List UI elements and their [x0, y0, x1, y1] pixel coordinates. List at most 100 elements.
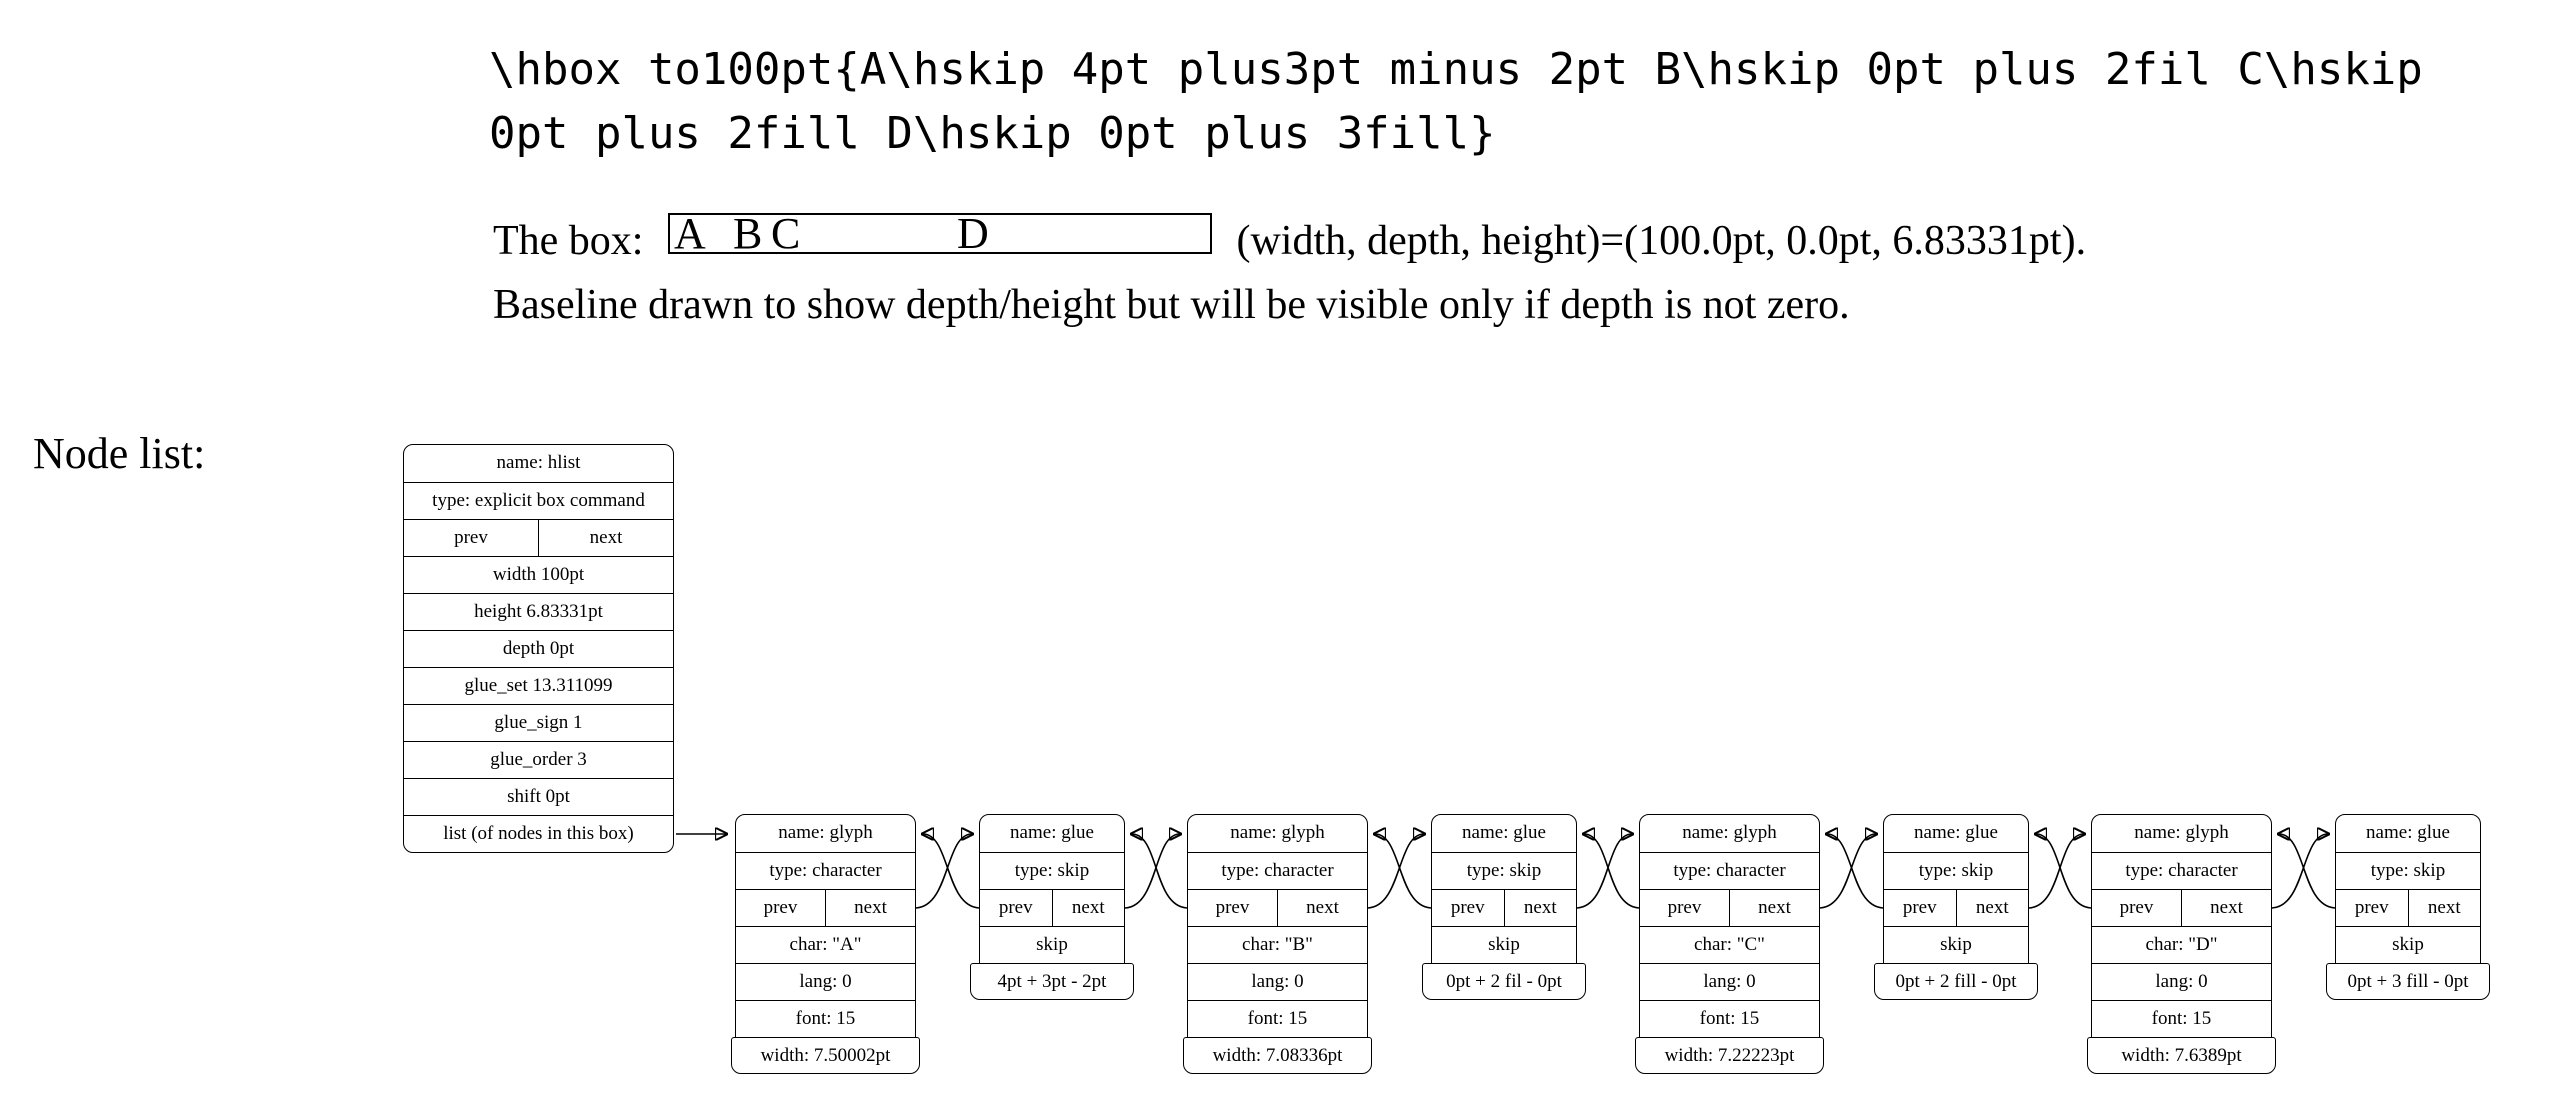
next-cell: next — [1523, 897, 1557, 918]
box-description-prefix: The box: — [493, 218, 644, 264]
node-type-row: type: skip — [980, 852, 1124, 889]
prev-next-row: prev next — [1640, 889, 1819, 926]
rendered-hbox: A B C D — [667, 209, 1212, 258]
next-arrow — [1367, 834, 1424, 909]
baseline-note: Baseline drawn to show depth/height but … — [493, 282, 1850, 328]
hlist-width-row: width 100pt — [404, 556, 673, 593]
hlist-name-row: name: hlist — [496, 452, 581, 473]
glue-value-row: 0pt + 2 fil - 0pt — [1422, 962, 1586, 1000]
node-glue-3: name: glue type: skip prev next skip 0pt… — [1874, 814, 2038, 1000]
next-cell: next — [1975, 897, 2009, 918]
next-arrow — [915, 834, 972, 909]
glue-value-row: 0pt + 2 fill - 0pt — [1874, 962, 2038, 1000]
char-row: char: "B" — [1188, 926, 1367, 963]
prev-next-row: prev next — [1188, 889, 1367, 926]
font-row: font: 15 — [1640, 1000, 1819, 1037]
hlist-depth-row: depth 0pt — [404, 630, 673, 667]
hlist-shift-row: shift 0pt — [404, 778, 673, 815]
prev-cell: prev — [2336, 890, 2409, 926]
next-cell: next — [1306, 897, 1339, 918]
hlist-glue-order-row: glue_order 3 — [404, 741, 673, 778]
box-letter-c: C — [770, 209, 801, 258]
width-row: width: 7.50002pt — [731, 1036, 920, 1074]
box-letter-d: D — [956, 209, 989, 258]
node-name-row: name: glue — [1914, 822, 1998, 843]
prev-next-row: prev next — [980, 889, 1124, 926]
skip-row: skip — [2336, 926, 2480, 963]
glue-value-row: 4pt + 3pt - 2pt — [970, 962, 1134, 1000]
hlist-prev-next-row: prev next — [404, 519, 673, 556]
node-name-row: name: glyph — [1230, 822, 1325, 843]
prev-cell: prev — [980, 890, 1053, 926]
prev-cell: prev — [404, 520, 539, 556]
node-glyph-c: name: glyph type: character prev next ch… — [1635, 814, 1824, 1074]
node-type-row: type: skip — [1884, 852, 2028, 889]
prev-next-row: prev next — [1884, 889, 2028, 926]
next-arrow — [2271, 834, 2328, 909]
prev-cell: prev — [1884, 890, 1957, 926]
prev-cell: prev — [1432, 890, 1505, 926]
node-name-row: name: glue — [1462, 822, 1546, 843]
node-name-row: name: glue — [2366, 822, 2450, 843]
next-cell: next — [2210, 897, 2243, 918]
node-glyph-b: name: glyph type: character prev next ch… — [1183, 814, 1372, 1074]
skip-row: skip — [980, 926, 1124, 963]
node-name-row: name: glyph — [778, 822, 873, 843]
prev-next-row: prev next — [736, 889, 915, 926]
box-metrics-text: (width, depth, height)=(100.0pt, 0.0pt, … — [1236, 218, 2087, 264]
node-glue-2: name: glue type: skip prev next skip 0pt… — [1422, 814, 1586, 1000]
prev-next-row: prev next — [2092, 889, 2271, 926]
font-row: font: 15 — [1188, 1000, 1367, 1037]
font-row: font: 15 — [736, 1000, 915, 1037]
hlist-node: name: hlist type: explicit box command p… — [403, 444, 674, 853]
node-glyph-a: name: glyph type: character prev next ch… — [731, 814, 920, 1074]
char-row: char: "D" — [2092, 926, 2271, 963]
prev-arrow — [2036, 834, 2092, 909]
hlist-glue-set-row: glue_set 13.311099 — [404, 667, 673, 704]
node-glue-4: name: glue type: skip prev next skip 0pt… — [2326, 814, 2490, 1000]
char-row: char: "C" — [1640, 926, 1819, 963]
hlist-height-row: height 6.83331pt — [404, 593, 673, 630]
width-row: width: 7.08336pt — [1183, 1036, 1372, 1074]
box-description-line: The box: A B C D (width, depth, height)=… — [493, 209, 2087, 265]
node-type-row: type: skip — [2336, 852, 2480, 889]
skip-row: skip — [1884, 926, 2028, 963]
hlist-glue-sign-row: glue_sign 1 — [404, 704, 673, 741]
node-type-row: type: character — [2092, 852, 2271, 889]
prev-cell: prev — [1640, 890, 1730, 926]
tex-code-line-2: 0pt plus 2fill D\hskip 0pt plus 3fill} — [489, 108, 1496, 159]
node-glue-1: name: glue type: skip prev next skip 4pt… — [970, 814, 1134, 1000]
next-arrow — [1819, 834, 1876, 909]
skip-row: skip — [1432, 926, 1576, 963]
next-cell: next — [1758, 897, 1791, 918]
hlist-list-row: list (of nodes in this box) — [404, 815, 673, 852]
prev-cell: prev — [1188, 890, 1278, 926]
prev-arrow — [1132, 834, 1188, 909]
lang-row: lang: 0 — [1188, 963, 1367, 1000]
node-name-row: name: glue — [1010, 822, 1094, 843]
prev-arrow — [1584, 834, 1640, 909]
next-cell: next — [2427, 897, 2461, 918]
node-type-row: type: character — [1188, 852, 1367, 889]
prev-next-row: prev next — [1432, 889, 1576, 926]
next-cell: next — [1071, 897, 1105, 918]
node-type-row: type: skip — [1432, 852, 1576, 889]
glue-value-row: 0pt + 3 fill - 0pt — [2326, 962, 2490, 1000]
prev-cell: prev — [736, 890, 826, 926]
node-list-label: Node list: — [33, 429, 206, 478]
node-name-row: name: glyph — [2134, 822, 2229, 843]
node-name-row: name: glyph — [1682, 822, 1777, 843]
font-row: font: 15 — [2092, 1000, 2271, 1037]
lang-row: lang: 0 — [1640, 963, 1819, 1000]
char-row: char: "A" — [736, 926, 915, 963]
width-row: width: 7.6389pt — [2087, 1036, 2276, 1074]
tex-code-line-1: \hbox to100pt{A\hskip 4pt plus3pt minus … — [489, 44, 2423, 95]
prev-next-row: prev next — [2336, 889, 2480, 926]
hlist-type-row: type: explicit box command — [404, 482, 673, 519]
box-letter-b: B — [732, 209, 763, 258]
node-glyph-d: name: glyph type: character prev next ch… — [2087, 814, 2276, 1074]
width-row: width: 7.22223pt — [1635, 1036, 1824, 1074]
prev-cell: prev — [2092, 890, 2182, 926]
box-letter-a: A — [673, 209, 706, 258]
lang-row: lang: 0 — [736, 963, 915, 1000]
